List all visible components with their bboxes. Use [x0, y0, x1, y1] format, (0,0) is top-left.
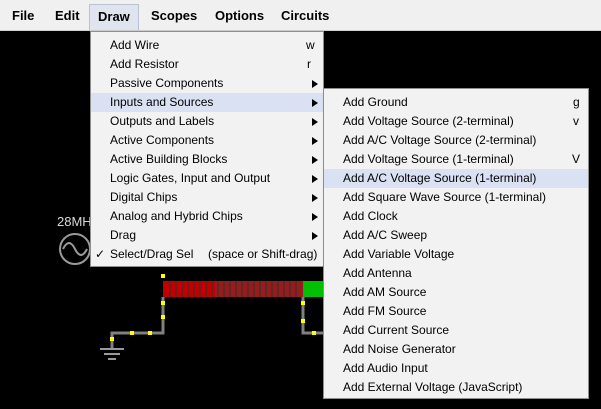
menu-item-inputs-and-sources[interactable]: Inputs and Sources	[91, 93, 323, 112]
submenu-arrow-icon	[312, 80, 318, 88]
menu-item-label: Active Building Blocks	[110, 152, 228, 166]
submenu-arrow-icon	[312, 194, 318, 202]
menu-item-label: Active Components	[110, 133, 215, 147]
circuit-canvas[interactable]	[0, 31, 601, 409]
menu-item-add-noise-generator[interactable]: Add Noise Generator	[324, 340, 588, 359]
draw-menu: Add Wire w Add Resistor r Passive Compon…	[90, 31, 324, 267]
menu-item-add-ac-voltage-source-2t[interactable]: Add A/C Voltage Source (2-terminal)	[324, 131, 588, 150]
menu-item-add-antenna[interactable]: Add Antenna	[324, 264, 588, 283]
menu-item-drag[interactable]: Drag	[91, 226, 323, 245]
menu-item-add-external-voltage[interactable]: Add External Voltage (JavaScript)	[324, 378, 588, 397]
shortcut-label: w	[306, 38, 315, 52]
submenu-arrow-icon	[312, 156, 318, 164]
resistor[interactable]	[163, 281, 323, 297]
shortcut-label: (space or Shift-drag)	[208, 247, 318, 261]
shortcut-label: r	[307, 57, 311, 71]
menu-item-logic-gates[interactable]: Logic Gates, Input and Output	[91, 169, 323, 188]
menu-item-add-fm-source[interactable]: Add FM Source	[324, 302, 588, 321]
menu-item-label: Add Clock	[343, 209, 398, 223]
menu-item-add-wire[interactable]: Add Wire w	[91, 36, 323, 55]
submenu-arrow-icon	[312, 99, 318, 107]
menu-item-label: Passive Components	[110, 76, 224, 90]
menu-item-add-square-wave-source[interactable]: Add Square Wave Source (1-terminal)	[324, 188, 588, 207]
check-icon: ✓	[95, 247, 106, 261]
menu-item-add-ac-sweep[interactable]: Add A/C Sweep	[324, 226, 588, 245]
menu-item-label: Add AM Source	[343, 285, 427, 299]
menu-item-select-drag-sel[interactable]: ✓ Select/Drag Sel (space or Shift-drag)	[91, 245, 323, 264]
menu-item-label: Add A/C Voltage Source (1-terminal)	[343, 171, 537, 185]
menu-item-label: Add Antenna	[343, 266, 412, 280]
menu-item-label: Add Voltage Source (2-terminal)	[343, 114, 514, 128]
menu-item-label: Inputs and Sources	[110, 95, 214, 109]
current-dots	[110, 274, 316, 341]
menu-item-label: Add Ground	[343, 95, 408, 109]
menu-item-label: Add Audio Input	[343, 361, 428, 375]
menu-item-add-clock[interactable]: Add Clock	[324, 207, 588, 226]
menu-edit[interactable]: Edit	[55, 8, 80, 23]
menu-item-label: Add Square Wave Source (1-terminal)	[343, 190, 546, 204]
shortcut-label: v	[573, 114, 579, 128]
ground-icon	[100, 348, 124, 360]
menu-item-active-building-blocks[interactable]: Active Building Blocks	[91, 150, 323, 169]
menu-item-label: Add Current Source	[343, 323, 450, 337]
menu-bar: File Edit Draw Scopes Options Circuits	[0, 0, 601, 31]
menu-item-analog-hybrid-chips[interactable]: Analog and Hybrid Chips	[91, 207, 323, 226]
menu-item-label: Add A/C Sweep	[343, 228, 428, 242]
menu-options[interactable]: Options	[215, 8, 265, 23]
menu-circuits[interactable]: Circuits	[281, 8, 330, 23]
menu-item-label: Add Noise Generator	[343, 342, 456, 356]
menu-item-label: Add Variable Voltage	[343, 247, 455, 261]
inputs-sources-submenu: Add Ground g Add Voltage Source (2-termi…	[323, 88, 589, 399]
submenu-arrow-icon	[312, 232, 318, 240]
menu-item-add-variable-voltage[interactable]: Add Variable Voltage	[324, 245, 588, 264]
menu-item-label: Logic Gates, Input and Output	[110, 171, 271, 185]
shortcut-label: g	[573, 95, 580, 109]
menu-item-label: Drag	[110, 228, 137, 242]
shortcut-label: V	[572, 152, 581, 166]
menu-item-add-am-source[interactable]: Add AM Source	[324, 283, 588, 302]
menu-item-add-ground[interactable]: Add Ground g	[324, 93, 588, 112]
menu-item-label: Select/Drag Sel	[110, 247, 194, 261]
source-frequency-label: 28MH	[57, 214, 92, 229]
menu-item-label: Analog and Hybrid Chips	[110, 209, 243, 223]
submenu-arrow-icon	[312, 137, 318, 145]
submenu-arrow-icon	[312, 213, 318, 221]
submenu-arrow-icon	[312, 175, 318, 183]
menu-item-label: Add FM Source	[343, 304, 427, 318]
menu-item-label: Digital Chips	[110, 190, 178, 204]
menu-item-label: Add Wire	[110, 38, 160, 52]
menu-item-add-audio-input[interactable]: Add Audio Input	[324, 359, 588, 378]
menu-item-active-components[interactable]: Active Components	[91, 131, 323, 150]
submenu-arrow-icon	[312, 118, 318, 126]
menu-file[interactable]: File	[12, 8, 35, 23]
menu-item-add-ac-voltage-source-1t[interactable]: Add A/C Voltage Source (1-terminal)	[324, 169, 588, 188]
menu-item-digital-chips[interactable]: Digital Chips	[91, 188, 323, 207]
menu-item-label: Add Resistor	[110, 57, 179, 71]
menu-item-add-current-source[interactable]: Add Current Source	[324, 321, 588, 340]
menu-item-add-voltage-source-1t[interactable]: Add Voltage Source (1-terminal) V	[324, 150, 588, 169]
wires	[110, 297, 323, 349]
menu-item-label: Add External Voltage (JavaScript)	[343, 380, 523, 394]
menu-item-label: Add A/C Voltage Source (2-terminal)	[343, 133, 537, 147]
menu-item-add-resistor[interactable]: Add Resistor r	[91, 55, 323, 74]
menu-scopes[interactable]: Scopes	[151, 8, 198, 23]
menu-draw[interactable]: Draw	[89, 4, 139, 30]
menu-item-label: Add Voltage Source (1-terminal)	[343, 152, 514, 166]
ac-source-icon[interactable]	[59, 233, 91, 265]
menu-item-label: Outputs and Labels	[110, 114, 215, 128]
menu-item-outputs-and-labels[interactable]: Outputs and Labels	[91, 112, 323, 131]
menu-item-add-voltage-source-2t[interactable]: Add Voltage Source (2-terminal) v	[324, 112, 588, 131]
menu-item-passive-components[interactable]: Passive Components	[91, 74, 323, 93]
